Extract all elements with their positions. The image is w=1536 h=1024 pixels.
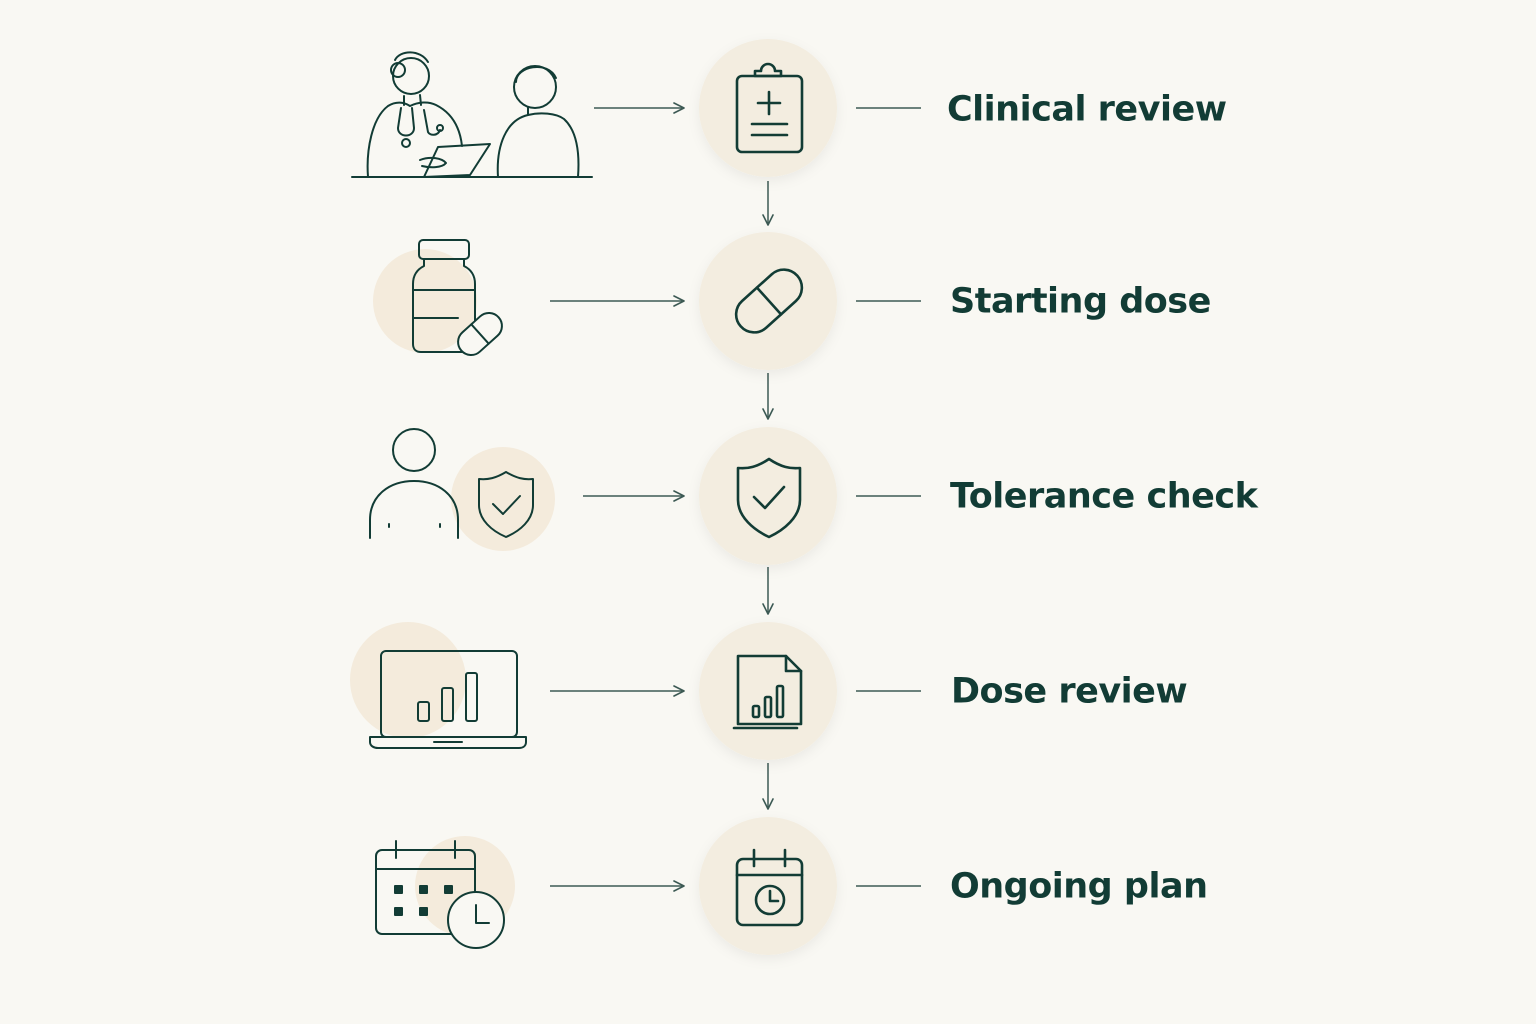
step-label-dose-review: Dose review xyxy=(951,671,1188,712)
capsule-icon xyxy=(734,268,804,334)
step-label-clinical-review: Clinical review xyxy=(947,89,1227,130)
label-leaders xyxy=(856,107,921,887)
calendar-clock-icon xyxy=(735,848,804,927)
step-label-starting-dose: Starting dose xyxy=(950,281,1211,322)
person-shield-icon xyxy=(369,428,534,539)
calendar-clock-illustration-icon xyxy=(375,840,505,949)
step-circle-3 xyxy=(699,427,837,565)
laptop-bar-chart-icon xyxy=(369,650,527,749)
step-label-tolerance-check: Tolerance check xyxy=(950,476,1258,517)
clipboard-medical-icon xyxy=(735,62,804,154)
doctor-patient-consultation-icon xyxy=(351,51,593,178)
step-circles xyxy=(699,39,837,955)
shield-check-icon xyxy=(736,457,802,539)
step-label-ongoing-plan: Ongoing plan xyxy=(950,866,1208,907)
horizontal-arrows xyxy=(550,102,685,892)
calendar-dots xyxy=(394,885,453,916)
document-chart-icon xyxy=(732,654,803,730)
step-circle-4 xyxy=(699,622,837,760)
medicine-bottle-pill-icon xyxy=(412,239,503,357)
